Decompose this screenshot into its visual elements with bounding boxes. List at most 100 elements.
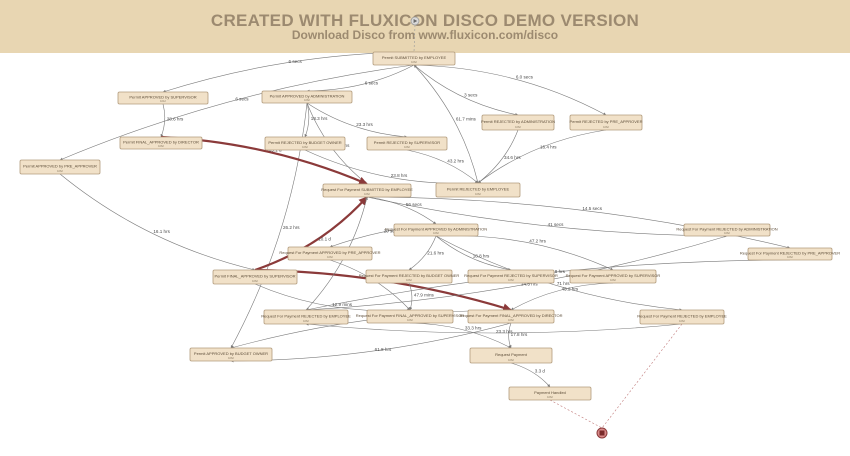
- edge-duration-label: 17.8 hrs: [511, 332, 528, 337]
- edge-duration-label: 20 secs: [384, 228, 401, 233]
- activity-node[interactable]: Request For Payment FINAL_APPROVED by DI…: [459, 309, 563, 324]
- flow-edge[interactable]: [477, 129, 607, 184]
- activity-label: Permit APPROVED by PRE_APPROVER: [23, 164, 97, 169]
- activity-label: Request For Payment APPROVED by PRE_APPR…: [279, 250, 380, 255]
- flow-edge[interactable]: [408, 282, 413, 311]
- flow-edge[interactable]: [306, 64, 415, 93]
- flow-edge[interactable]: [435, 235, 683, 312]
- flow-edge[interactable]: [413, 64, 519, 116]
- activity-count: 1062: [787, 255, 793, 259]
- flow-edge[interactable]: [413, 64, 479, 184]
- activity-node[interactable]: Request For Payment SUBMITTED by EMPLOYE…: [321, 183, 413, 198]
- activity-count: 1062: [302, 145, 308, 149]
- activity-count: 1062: [547, 395, 553, 399]
- flow-edge[interactable]: [304, 149, 479, 185]
- activity-count: 1062: [411, 60, 417, 64]
- activity-node-box: [263, 309, 349, 325]
- activity-label: Permit FINAL_APPROVED by DIRECTOR: [123, 140, 199, 145]
- activity-label: Request For Payment APPROVED by ADMINIST…: [385, 227, 487, 232]
- flow-edge[interactable]: [305, 259, 791, 311]
- activity-node[interactable]: Request For Payment REJECTED by PRE_APPR…: [740, 247, 840, 261]
- activity-node[interactable]: Request For Payment REJECTED by ADMINIST…: [676, 223, 778, 237]
- activity-count: 1062: [679, 319, 685, 323]
- activity-count: 1012: [160, 99, 166, 103]
- edge-duration-label: 61.8 hrs: [548, 269, 565, 274]
- flow-edge[interactable]: [435, 235, 512, 271]
- flow-edge[interactable]: [510, 282, 614, 311]
- edge-duration-label: 6 secs: [235, 97, 249, 102]
- activity-node[interactable]: Request For Payment APPROVED by SUPERVIS…: [566, 269, 661, 284]
- start-icon[interactable]: [410, 16, 420, 26]
- activity-label: Permit REJECTED by EMPLOYEE: [447, 187, 510, 192]
- flow-edge[interactable]: [59, 64, 415, 161]
- flow-edge[interactable]: [366, 196, 437, 225]
- flow-edge[interactable]: [59, 173, 256, 271]
- activity-node-box: [569, 114, 643, 131]
- activity-label: Request For Payment REJECTED by EMPLOYEE: [637, 314, 727, 319]
- flow-edge[interactable]: [477, 129, 519, 184]
- edge-duration-label: 6.0 secs: [516, 75, 534, 80]
- flow-edge[interactable]: [406, 149, 479, 184]
- end-icon[interactable]: [596, 427, 608, 439]
- activity-node[interactable]: Request For Payment REJECTED by BUDGET O…: [359, 269, 460, 284]
- flow-edge[interactable]: [408, 235, 437, 271]
- flow-edge[interactable]: [305, 235, 728, 312]
- activity-count: 1062: [404, 145, 410, 149]
- activity-label: Request For Payment FINAL_APPROVED by SU…: [356, 313, 465, 318]
- banner-title: CREATED WITH FLUXICON DISCO DEMO VERSION: [210, 11, 640, 30]
- flow-edge[interactable]: [435, 235, 614, 271]
- activity-count: 1062: [508, 358, 514, 362]
- activity-node-box: [366, 309, 454, 324]
- flow-edge[interactable]: [413, 64, 607, 116]
- flow-edge[interactable]: [366, 196, 728, 238]
- flow-edge[interactable]: [409, 322, 512, 349]
- flow-edge[interactable]: [508, 322, 512, 349]
- flow-edge[interactable]: [160, 103, 166, 138]
- flow-edge[interactable]: [366, 196, 791, 249]
- activity-node[interactable]: Request For Payment REJECTED by EMPLOYEE…: [261, 309, 351, 325]
- flow-edge[interactable]: [306, 102, 408, 139]
- flow-edge[interactable]: [510, 362, 551, 388]
- activity-label: Permit FINAL_APPROVED by SUPERVISOR: [214, 274, 295, 279]
- edge-duration-label: 14.5 secs: [582, 206, 602, 211]
- activity-node-box: [467, 269, 555, 284]
- activity-node[interactable]: Request For Payment APPROVED by ADMINIST…: [385, 223, 487, 237]
- flow-edge[interactable]: [304, 102, 310, 138]
- activity-count: 1062: [724, 231, 730, 235]
- activity-node[interactable]: Request For Payment FINAL_APPROVED by SU…: [356, 309, 465, 324]
- activity-node[interactable]: Request For Payment REJECTED by SUPERVIS…: [464, 269, 558, 284]
- activity-node[interactable]: Request For Payment REJECTED by EMPLOYEE…: [637, 309, 727, 325]
- activity-label: Request For Payment FINAL_APPROVED by DI…: [459, 313, 562, 318]
- edge-duration-label: 47.2 hrs: [529, 239, 546, 244]
- activity-node-box: [639, 309, 725, 325]
- edge-duration-label: 71 hrs: [557, 281, 570, 286]
- activity-node-box: [393, 223, 479, 237]
- activity-label: Permit REJECTED by ADMINISTRATION: [481, 119, 555, 124]
- flow-edge[interactable]: [230, 102, 308, 349]
- edge-duration-label: 24.5 hrs: [521, 281, 538, 286]
- activity-count: 1062: [228, 356, 234, 360]
- flow-edge[interactable]: [305, 322, 683, 334]
- activity-count: 1062: [364, 192, 370, 196]
- edge-duration-label: 34.6 hrs: [504, 155, 521, 160]
- edge-duration-label: 12.9 mins: [332, 302, 353, 307]
- activity-node[interactable]: Request For Payment APPROVED by PRE_APPR…: [279, 246, 381, 261]
- activity-count: 1062: [515, 125, 521, 129]
- flow-edge[interactable]: [254, 196, 368, 272]
